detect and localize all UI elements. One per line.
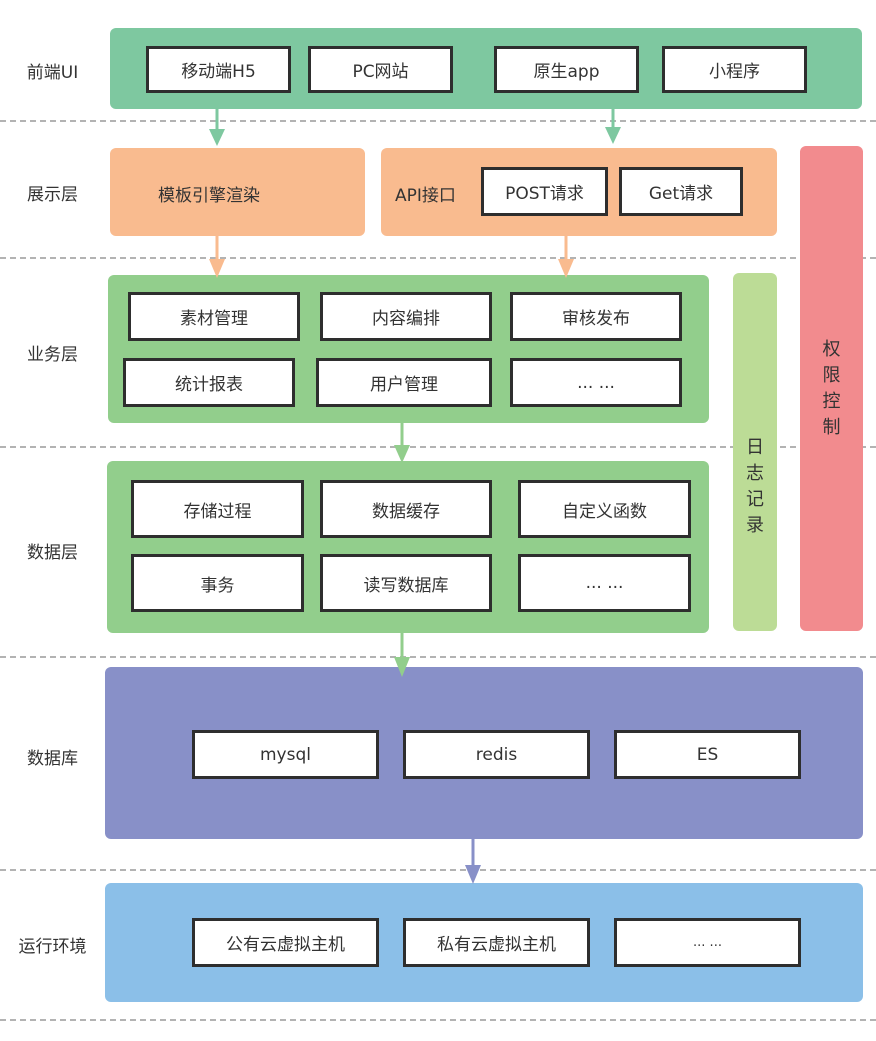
template-engine-panel[interactable] [110,148,365,236]
logging-panel[interactable]: 日 志 记 录 [733,273,777,631]
database-item-es[interactable]: ES [614,730,801,779]
logging-char: 记 [746,489,764,510]
business-item-more[interactable]: ... ... [510,358,682,407]
row-label-presentation: 展示层 [27,185,78,205]
template-engine-label: 模板引擎渲染 [158,185,260,206]
data-item-custom-function[interactable]: 自定义函数 [518,480,691,538]
separator-presentation-business [0,257,876,259]
permission-char: 权 [822,338,841,360]
arrow-template-to-business [209,236,225,278]
logging-char: 志 [746,463,764,484]
arrow-database-to-runtime [465,839,481,884]
business-item-content[interactable]: 内容编排 [320,292,492,341]
permission-char: 控 [822,390,841,412]
business-item-statistics[interactable]: 统计报表 [123,358,295,407]
frontend-item-pc-site[interactable]: PC网站 [308,46,453,93]
api-get-request[interactable]: Get请求 [619,167,743,216]
separator-bottom [0,1019,876,1021]
arrow-frontend-to-template [209,109,225,146]
separator-database-runtime [0,869,876,871]
separator-business-data [0,446,876,448]
runtime-item-more[interactable]: ... ... [614,918,801,967]
row-label-database: 数据库 [27,749,78,769]
runtime-item-private-cloud[interactable]: 私有云虚拟主机 [403,918,590,967]
frontend-item-mobile-h5[interactable]: 移动端H5 [146,46,291,93]
row-label-frontend: 前端UI [26,63,79,83]
permission-control-panel[interactable]: 权 限 控 制 [800,146,863,631]
frontend-item-native-app[interactable]: 原生app [494,46,639,93]
api-interface-label: API接口 [395,185,456,206]
logging-char: 日 [746,437,764,458]
data-item-transaction[interactable]: 事务 [131,554,304,612]
row-label-runtime: 运行环境 [18,937,87,957]
row-label-data: 数据层 [27,543,78,563]
data-item-more[interactable]: ... ... [518,554,691,612]
separator-data-database [0,656,876,658]
logging-char: 录 [746,515,764,536]
data-item-read-write[interactable]: 读写数据库 [320,554,492,612]
arrow-api-to-business [558,236,574,278]
frontend-item-mini-program[interactable]: 小程序 [662,46,807,93]
arrow-frontend-to-api [605,109,621,144]
api-post-request[interactable]: POST请求 [481,167,608,216]
permission-char: 制 [822,416,841,438]
separator-frontend-presentation [0,120,876,122]
business-item-material[interactable]: 素材管理 [128,292,300,341]
row-label-business: 业务层 [27,345,78,365]
arrow-data-to-database [394,633,410,677]
business-item-review[interactable]: 审核发布 [510,292,682,341]
database-item-mysql[interactable]: mysql [192,730,379,779]
permission-char: 限 [822,364,841,386]
arrow-business-to-data [394,423,410,463]
runtime-item-public-cloud[interactable]: 公有云虚拟主机 [192,918,379,967]
business-item-users[interactable]: 用户管理 [316,358,492,407]
database-item-redis[interactable]: redis [403,730,590,779]
data-item-cache[interactable]: 数据缓存 [320,480,492,538]
data-item-stored-procedure[interactable]: 存储过程 [131,480,304,538]
